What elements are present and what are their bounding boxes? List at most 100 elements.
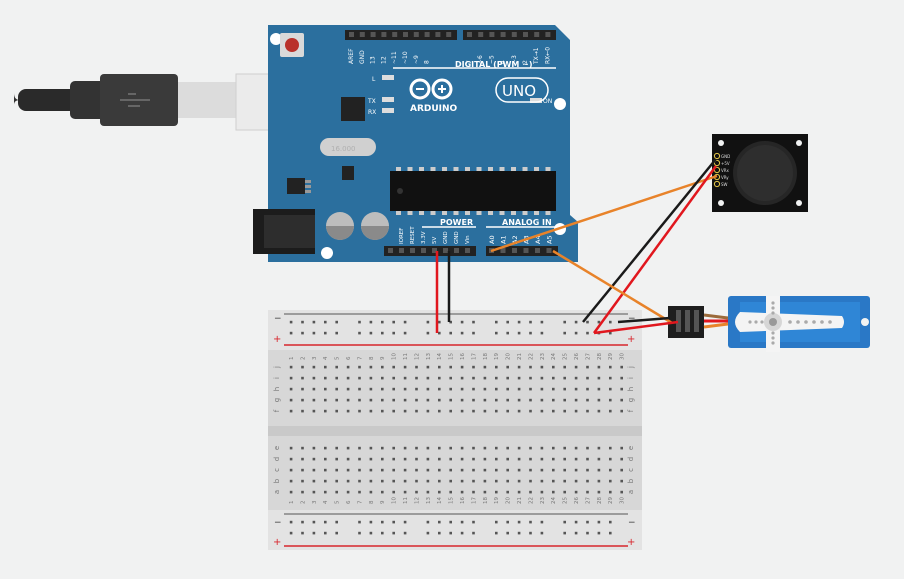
- breadboard-hole[interactable]: [449, 387, 452, 391]
- breadboard-hole[interactable]: [392, 387, 395, 391]
- breadboard-hole[interactable]: [483, 365, 487, 369]
- breadboard-hole[interactable]: [517, 446, 521, 450]
- breadboard-hole[interactable]: [301, 376, 304, 380]
- breadboard-hole[interactable]: [517, 331, 521, 335]
- breadboard-hole[interactable]: [472, 468, 475, 472]
- breadboard-hole[interactable]: [449, 320, 452, 324]
- header-pin[interactable]: [410, 248, 415, 253]
- breadboard-hole[interactable]: [369, 457, 373, 461]
- breadboard-hole[interactable]: [335, 398, 338, 402]
- breadboard-hole[interactable]: [586, 320, 589, 324]
- breadboard-hole[interactable]: [312, 398, 316, 402]
- breadboard-hole[interactable]: [449, 468, 452, 472]
- breadboard-hole[interactable]: [574, 520, 578, 524]
- breadboard-hole[interactable]: [460, 331, 464, 335]
- breadboard-hole[interactable]: [324, 387, 327, 391]
- breadboard-hole[interactable]: [392, 531, 395, 535]
- breadboard-hole[interactable]: [369, 320, 373, 324]
- breadboard-hole[interactable]: [426, 490, 430, 494]
- breadboard-hole[interactable]: [529, 365, 532, 369]
- breadboard-hole[interactable]: [460, 531, 464, 535]
- header-pin[interactable]: [399, 248, 404, 253]
- breadboard-hole[interactable]: [552, 398, 555, 402]
- breadboard-hole[interactable]: [358, 531, 361, 535]
- breadboard-hole[interactable]: [392, 520, 395, 524]
- breadboard-hole[interactable]: [574, 468, 578, 472]
- breadboard-hole[interactable]: [597, 398, 601, 402]
- breadboard-hole[interactable]: [449, 479, 452, 483]
- breadboard-hole[interactable]: [381, 331, 384, 335]
- breadboard-hole[interactable]: [483, 468, 487, 472]
- breadboard-hole[interactable]: [438, 376, 441, 380]
- breadboard-hole[interactable]: [563, 446, 566, 450]
- breadboard-hole[interactable]: [289, 320, 293, 324]
- breadboard-hole[interactable]: [529, 490, 532, 494]
- breadboard-hole[interactable]: [369, 387, 373, 391]
- breadboard-hole[interactable]: [335, 479, 338, 483]
- breadboard-hole[interactable]: [506, 446, 509, 450]
- breadboard-hole[interactable]: [358, 376, 361, 380]
- breadboard-hole[interactable]: [381, 490, 384, 494]
- breadboard-hole[interactable]: [449, 331, 452, 335]
- breadboard-hole[interactable]: [597, 531, 601, 535]
- breadboard-hole[interactable]: [358, 457, 361, 461]
- breadboard-hole[interactable]: [392, 376, 395, 380]
- breadboard-hole[interactable]: [620, 490, 623, 494]
- breadboard-hole[interactable]: [369, 365, 373, 369]
- breadboard-hole[interactable]: [426, 320, 430, 324]
- breadboard-hole[interactable]: [472, 387, 475, 391]
- breadboard-hole[interactable]: [609, 531, 612, 535]
- breadboard-hole[interactable]: [563, 409, 566, 413]
- wire-joystick-gnd[interactable]: [582, 158, 717, 323]
- wire-servo-signal[interactable]: [552, 249, 673, 325]
- breadboard-hole[interactable]: [403, 457, 407, 461]
- breadboard-hole[interactable]: [495, 387, 498, 391]
- header-pin[interactable]: [500, 32, 506, 37]
- breadboard-hole[interactable]: [517, 479, 521, 483]
- header-pin[interactable]: [545, 32, 551, 37]
- breadboard-hole[interactable]: [517, 320, 521, 324]
- breadboard-hole[interactable]: [403, 446, 407, 450]
- header-pin[interactable]: [535, 248, 540, 253]
- breadboard-hole[interactable]: [586, 520, 589, 524]
- breadboard-hole[interactable]: [312, 490, 316, 494]
- breadboard-hole[interactable]: [517, 468, 521, 472]
- breadboard-hole[interactable]: [289, 479, 293, 483]
- breadboard-hole[interactable]: [346, 398, 350, 402]
- breadboard-hole[interactable]: [426, 365, 430, 369]
- breadboard-hole[interactable]: [552, 446, 555, 450]
- breadboard-hole[interactable]: [403, 520, 407, 524]
- breadboard-hole[interactable]: [403, 387, 407, 391]
- breadboard-hole[interactable]: [346, 468, 350, 472]
- breadboard-hole[interactable]: [358, 468, 361, 472]
- breadboard-hole[interactable]: [597, 320, 601, 324]
- breadboard-hole[interactable]: [438, 520, 441, 524]
- breadboard-hole[interactable]: [381, 365, 384, 369]
- breadboard-hole[interactable]: [620, 457, 623, 461]
- breadboard-hole[interactable]: [460, 479, 464, 483]
- breadboard-hole[interactable]: [597, 520, 601, 524]
- joystick-pin[interactable]: [713, 180, 721, 188]
- breadboard-hole[interactable]: [517, 520, 521, 524]
- breadboard-hole[interactable]: [460, 520, 464, 524]
- breadboard-hole[interactable]: [392, 320, 395, 324]
- breadboard-hole[interactable]: [563, 457, 566, 461]
- breadboard-hole[interactable]: [586, 468, 589, 472]
- breadboard-hole[interactable]: [449, 520, 452, 524]
- header-pin[interactable]: [546, 248, 552, 253]
- breadboard-hole[interactable]: [529, 398, 532, 402]
- header-pin[interactable]: [467, 32, 472, 37]
- breadboard-hole[interactable]: [426, 409, 430, 413]
- joystick-pin[interactable]: [713, 152, 721, 160]
- breadboard-hole[interactable]: [438, 387, 441, 391]
- breadboard-hole[interactable]: [415, 376, 418, 380]
- breadboard-hole[interactable]: [586, 531, 589, 535]
- breadboard-hole[interactable]: [324, 365, 327, 369]
- breadboard-hole[interactable]: [574, 531, 578, 535]
- breadboard-hole[interactable]: [335, 520, 338, 524]
- breadboard-hole[interactable]: [563, 531, 566, 535]
- breadboard-hole[interactable]: [335, 446, 338, 450]
- breadboard-hole[interactable]: [597, 490, 601, 494]
- breadboard-hole[interactable]: [369, 376, 373, 380]
- breadboard-hole[interactable]: [392, 468, 395, 472]
